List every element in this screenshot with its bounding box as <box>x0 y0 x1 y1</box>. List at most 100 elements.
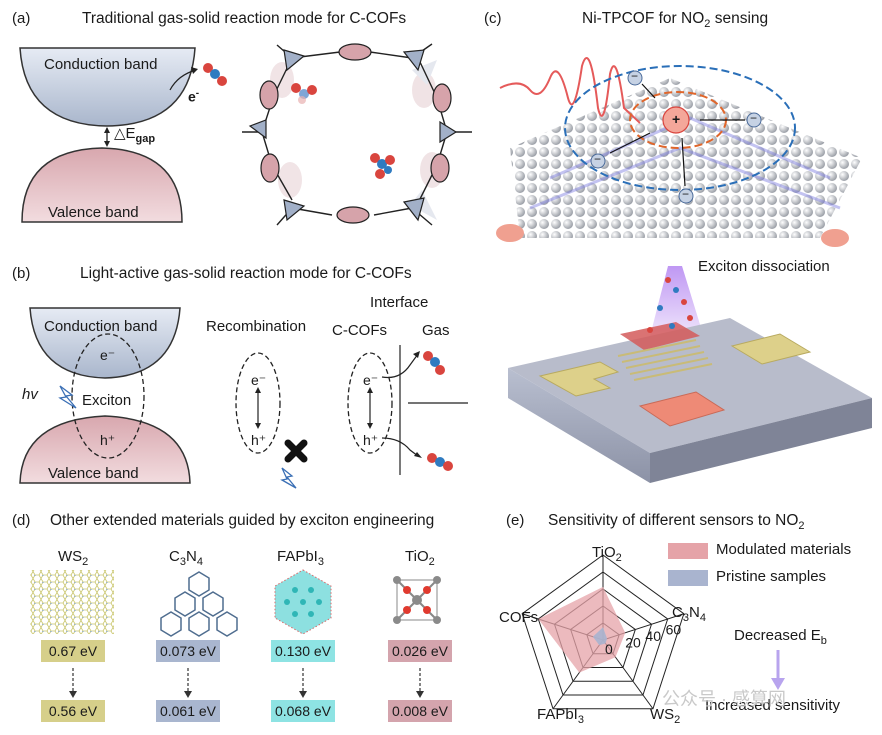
panel-c-label: (c) <box>484 10 502 27</box>
light-beam <box>648 266 706 344</box>
panel-a-valence-band: Valence band <box>48 204 139 221</box>
substrate-side-right <box>650 398 872 483</box>
electron-minus-1: − <box>631 69 639 83</box>
decrease-arrows <box>69 668 424 698</box>
watermark: 公众号 · 感算网 <box>662 689 786 709</box>
axis-label-fapbi3: FAPbI3 <box>537 706 584 726</box>
panel-b-conduction-band: Conduction band <box>44 318 158 335</box>
valence-band-shape <box>21 147 183 223</box>
material-name-c3n4: C3N4 <box>169 548 203 568</box>
adsorbed-no2-icon <box>291 83 395 179</box>
panel-a-title: Traditional gas-solid reaction mode for … <box>82 10 407 27</box>
substrate-side-left <box>508 368 650 483</box>
material-structures <box>30 569 441 637</box>
panel-b-exciton: Exciton <box>82 392 132 409</box>
valence-band-shape <box>19 415 191 484</box>
tio2-before-value: 0.026 eV <box>388 640 452 662</box>
recombination-label: Recombination <box>206 318 307 335</box>
c3n4-before-value: 0.073 eV <box>156 640 220 662</box>
panel-c-title: Ni-TPCOF for NO2 sensing <box>582 10 769 31</box>
lightning-icon <box>58 385 77 409</box>
gas-molecules-icon <box>647 277 693 333</box>
tio2-after-value: 0.008 eV <box>388 700 452 722</box>
panel-b-label: (b) <box>12 265 31 282</box>
exciton-ellipse <box>71 333 145 459</box>
sensor-device-illustration <box>508 266 872 483</box>
radar-tick-label: 60 <box>666 621 682 637</box>
interface-label: Interface <box>370 294 429 311</box>
cof-pore-structure <box>242 43 472 226</box>
panel-e-title: Sensitivity of different sensors to NO2 <box>548 512 805 533</box>
panel-b-band-electron: e⁻ <box>100 347 116 363</box>
panel-b-band-hole: h⁺ <box>100 432 116 448</box>
recomb-hole: h⁺ <box>251 432 267 448</box>
pore-shadow <box>270 60 444 220</box>
hole-icon <box>662 106 690 134</box>
lightning-icon <box>280 467 297 489</box>
material-name-tio2: TiO2 <box>405 548 435 568</box>
radar-tick-label: 20 <box>625 634 641 650</box>
c3n4-after-value: 0.061 eV <box>156 700 220 722</box>
ccofs-label: C-COFs <box>332 322 387 339</box>
axis-label-cofs: COFs <box>499 609 539 626</box>
no2-molecule-icon <box>203 63 227 86</box>
light-wave <box>499 57 641 124</box>
panel-a-band-diagram <box>19 47 227 223</box>
electrode-right <box>730 333 812 365</box>
ws2-before-value: 0.67 eV <box>41 640 105 662</box>
electron-icons <box>590 70 762 204</box>
fapbi3-before-value: 0.130 eV <box>271 640 335 662</box>
panel-a-conduction-band: Conduction band <box>44 56 158 73</box>
conduction-band-shape <box>29 307 181 379</box>
electrode-bottom <box>638 391 726 427</box>
panel-d-label: (d) <box>12 512 31 529</box>
panel-d-title: Other extended materials guided by excit… <box>50 512 435 529</box>
ws2-after-value: 0.56 eV <box>41 700 105 722</box>
series-modulated-area <box>538 586 626 673</box>
decreased-eb-label: Decreased Eb <box>734 627 827 647</box>
increased-sensitivity-label: Increased sensitivity <box>705 697 841 714</box>
dissoc-electron: e⁻ <box>363 372 379 388</box>
panel-e-label: (e) <box>506 512 525 529</box>
recombination-diagram <box>235 345 468 489</box>
decrease-arrow-icon <box>771 650 785 690</box>
fapbi3-structure <box>274 569 332 635</box>
legend-swatch-modulated <box>668 543 708 559</box>
axis-label-ws2: WS2 <box>650 706 681 726</box>
gas-label: Gas <box>422 322 450 339</box>
axis-label-c3n4: C3N4 <box>672 604 706 624</box>
electron-minus-2: − <box>750 111 758 125</box>
radar-tick-label: 0 <box>605 641 613 657</box>
dissoc-hole: h⁺ <box>363 432 379 448</box>
no2-molecule-icon <box>423 351 453 471</box>
interdigitated-electrodes <box>617 339 713 381</box>
outer-orbit <box>564 65 796 191</box>
electron-minus-4: − <box>682 187 690 201</box>
panel-a-gap-label: △Egap <box>114 125 156 145</box>
legend-label-pristine: Pristine samples <box>716 568 827 585</box>
hole-plus: + <box>672 111 681 127</box>
exciton-dissociation-label: Exciton dissociation <box>698 258 830 275</box>
conduction-band-shape <box>19 47 196 127</box>
panel-b-hv: hv <box>22 386 38 403</box>
material-name-fapbi3: FAPbI3 <box>277 548 324 568</box>
legend-label-modulated: Modulated materials <box>716 541 852 558</box>
electrode-left <box>538 361 620 397</box>
panel-a-label: (a) <box>12 10 31 27</box>
axis-label-tio2: TiO2 <box>592 544 622 564</box>
panel-b-band-diagram <box>19 307 191 484</box>
ni-tpcof-sensing-illustration <box>496 57 862 247</box>
material-name-ws2: WS2 <box>58 548 89 568</box>
radar-grid-ring <box>537 571 669 696</box>
tio2-structure <box>393 576 441 624</box>
ws2-lattice <box>30 570 114 634</box>
recomb-electron: e⁻ <box>251 372 267 388</box>
fapbi3-after-value: 0.068 eV <box>271 700 335 722</box>
legend-swatch-pristine <box>668 570 708 586</box>
linker-ellipses <box>259 43 452 224</box>
series-pristine-area <box>592 627 608 646</box>
triazine-nodes <box>248 49 458 222</box>
electron-minus-3: − <box>594 152 602 166</box>
panel-b-valence-band: Valence band <box>48 465 139 482</box>
radar-tick-label: 40 <box>645 628 661 644</box>
